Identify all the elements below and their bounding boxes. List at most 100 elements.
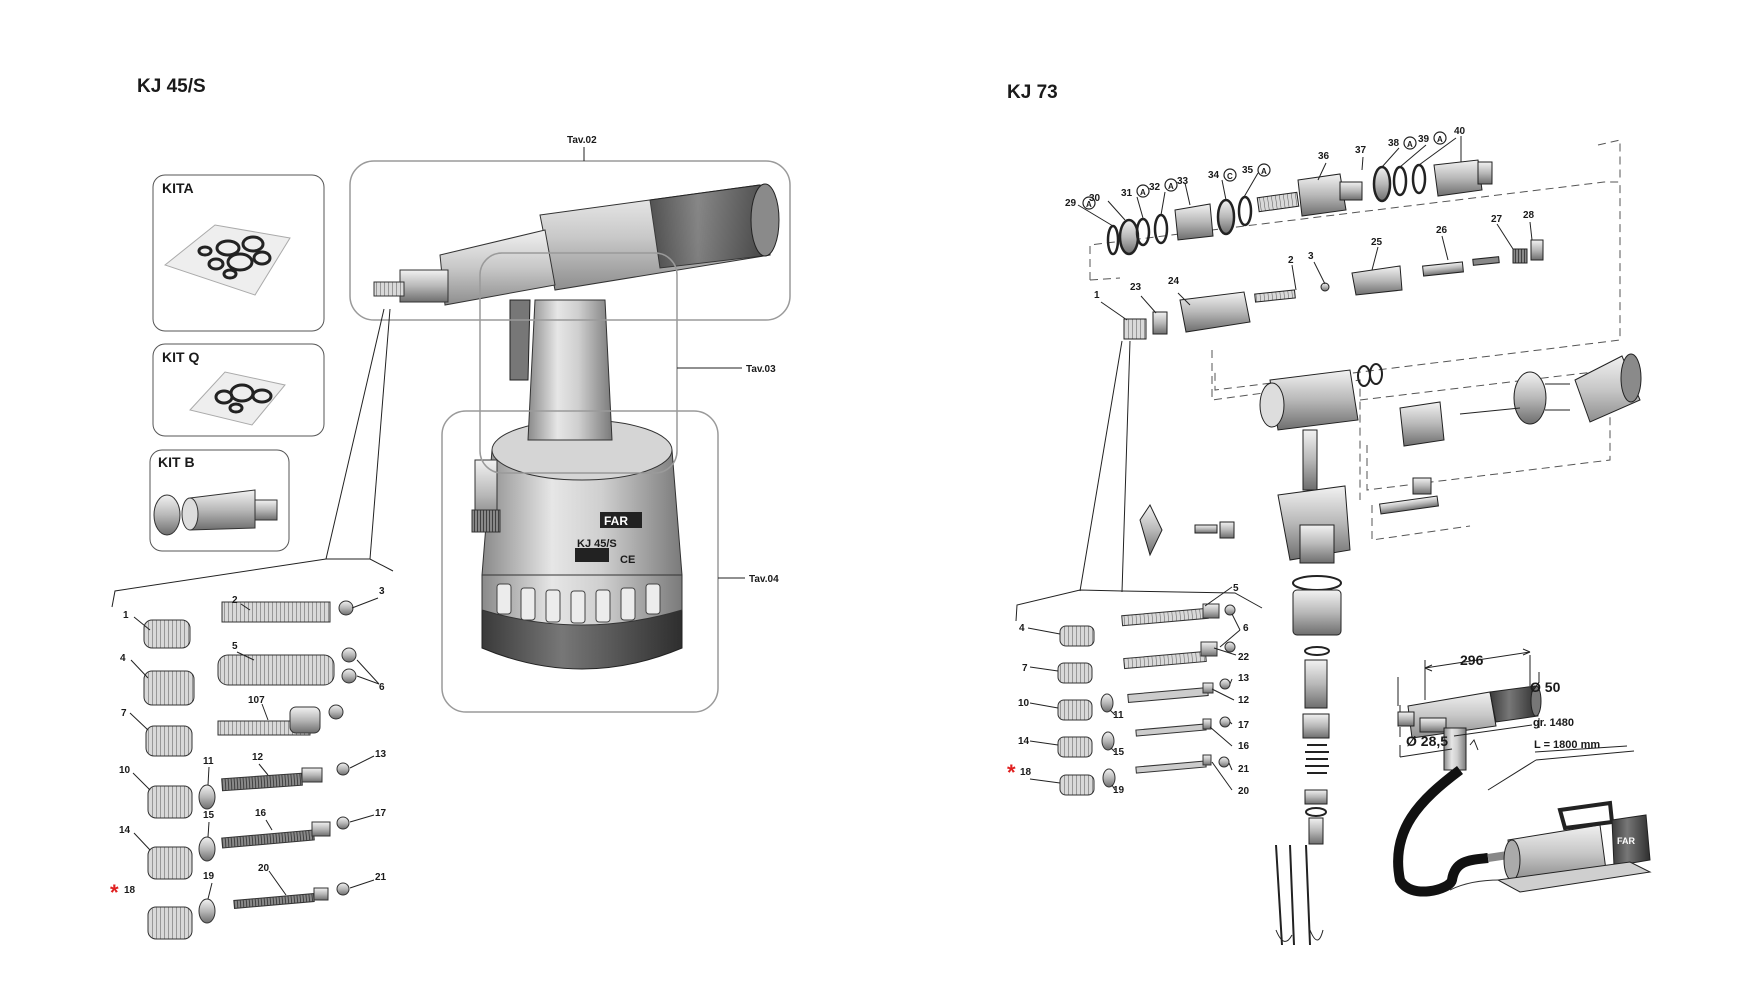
kit-q-orings-icon: [189, 371, 286, 426]
part-1: 1: [1094, 290, 1100, 301]
right-part-7: 7: [1022, 663, 1028, 674]
right-part-20: 20: [1238, 786, 1250, 797]
dim-diameter-bottom: Ø 28,5: [1406, 733, 1448, 749]
part-31-suffix: A: [1140, 188, 1146, 197]
part-30: 30: [1089, 193, 1101, 204]
tav03-label: Tav.03: [746, 364, 776, 375]
part-37: 37: [1355, 145, 1367, 156]
left-title: KJ 45/S: [137, 76, 206, 97]
left-part-107: 107: [248, 695, 265, 706]
left-part-21: 21: [375, 872, 387, 883]
part-26: 26: [1436, 225, 1448, 236]
left-part-17: 17: [375, 808, 387, 819]
part-39-suffix: A: [1437, 135, 1443, 144]
part-2: 2: [1288, 255, 1294, 266]
left-part-13: 13: [375, 749, 387, 760]
left-part-10: 10: [119, 765, 131, 776]
left-part-4: 4: [120, 653, 126, 664]
left-part-6: 6: [379, 682, 385, 693]
tool-brand-badge: FAR: [604, 514, 628, 528]
left-part-19: 19: [203, 871, 215, 882]
right-star-mark: *: [1007, 760, 1016, 785]
left-part-18: 18: [124, 885, 136, 896]
right-part-6: 6: [1243, 623, 1249, 634]
left-part-3: 3: [379, 586, 385, 597]
kj73-exploded-view: 29 30 31 32 33 34 35 36 37 38 39 40 27 2…: [1015, 126, 1642, 946]
kit-b-nozzle-icon: [153, 489, 278, 536]
tav-leaders: [583, 147, 745, 579]
right-part-14: 14: [1018, 736, 1030, 747]
right-part-15: 15: [1113, 747, 1125, 758]
part-32-suffix: A: [1168, 182, 1174, 191]
exploded-part-numbers: 29 30 31 32 33 34 35 36 37 38 39 40 27 2…: [1065, 126, 1535, 301]
kj45-tool-illustration: FAR KJ 45/S CE: [373, 183, 780, 670]
right-part-4: 4: [1019, 623, 1025, 634]
dim-weight: gr. 1480: [1533, 717, 1574, 729]
left-callout-lines: [111, 308, 394, 608]
right-part-10: 10: [1018, 698, 1030, 709]
left-part-14: 14: [119, 825, 131, 836]
kit-b-box: KIT B: [149, 449, 290, 552]
part-34-suffix: C: [1227, 172, 1233, 181]
part-25: 25: [1371, 237, 1383, 248]
kit-q-box: KIT Q: [152, 343, 325, 437]
part-35-suffix: A: [1261, 167, 1267, 176]
part-39: 39: [1418, 134, 1430, 145]
left-part-11: 11: [203, 756, 214, 767]
part-36: 36: [1318, 151, 1330, 162]
dim-diameter-top: Ø 50: [1530, 679, 1561, 695]
tool-model-label: KJ 45/S: [577, 538, 617, 550]
left-part-5: 5: [232, 641, 238, 652]
power-unit-brand: FAR: [1617, 836, 1636, 846]
left-part-1: 1: [123, 610, 129, 621]
right-part-21: 21: [1238, 764, 1250, 775]
part-38: 38: [1388, 138, 1400, 149]
right-part-17: 17: [1238, 720, 1250, 731]
kit-a-box: KITA: [152, 174, 325, 332]
part-23: 23: [1130, 282, 1142, 293]
right-parts-list: 5 4 6 7 22 10 11 13 12 17 14 15 16 * 18 …: [1007, 583, 1250, 797]
right-part-12: 12: [1238, 695, 1250, 706]
right-part-11: 11: [1113, 710, 1124, 721]
kit-b-label: KIT B: [158, 454, 195, 470]
part-28: 28: [1523, 210, 1535, 221]
part-31: 31: [1121, 188, 1133, 199]
part-38-suffix: A: [1407, 140, 1413, 149]
part-3: 3: [1308, 251, 1314, 262]
left-parts-list: 1 2 3 4 5 6 7 107 10 11 12 13 14 15 16 1…: [110, 586, 387, 940]
tav03-frame: [479, 252, 678, 474]
right-title: KJ 73: [1007, 82, 1058, 103]
left-part-15: 15: [203, 810, 215, 821]
part-29-suffix: A: [1086, 200, 1092, 209]
left-part-16: 16: [255, 808, 267, 819]
dim-hose-length: L = 1800 mm: [1534, 739, 1600, 751]
tool-ce-mark: CE: [620, 554, 635, 566]
right-part-16: 16: [1238, 741, 1250, 752]
tav02-frame: [349, 160, 791, 321]
left-part-20: 20: [258, 863, 270, 874]
part-32: 32: [1149, 182, 1161, 193]
right-part-18: 18: [1020, 767, 1032, 778]
right-part-13: 13: [1238, 673, 1250, 684]
tav04-frame: [441, 410, 719, 713]
tav02-label: Tav.02: [567, 135, 597, 146]
left-part-2: 2: [232, 595, 238, 606]
part-34: 34: [1208, 170, 1220, 181]
right-part-22: 22: [1238, 652, 1250, 663]
part-27: 27: [1491, 214, 1503, 225]
part-24: 24: [1168, 276, 1180, 287]
part-35: 35: [1242, 165, 1254, 176]
part-33: 33: [1177, 176, 1189, 187]
left-part-7: 7: [121, 708, 127, 719]
left-star-mark: *: [110, 880, 119, 905]
kj73-dimension-sketch: FAR 296 Ø 50: [1393, 648, 1652, 897]
left-part-12: 12: [252, 752, 264, 763]
right-part-5: 5: [1233, 583, 1239, 594]
right-part-19: 19: [1113, 785, 1125, 796]
part-29: 29: [1065, 198, 1077, 209]
tav-frames: [349, 160, 791, 713]
tav04-label: Tav.04: [749, 574, 779, 585]
kit-a-orings-icon: [163, 224, 291, 296]
